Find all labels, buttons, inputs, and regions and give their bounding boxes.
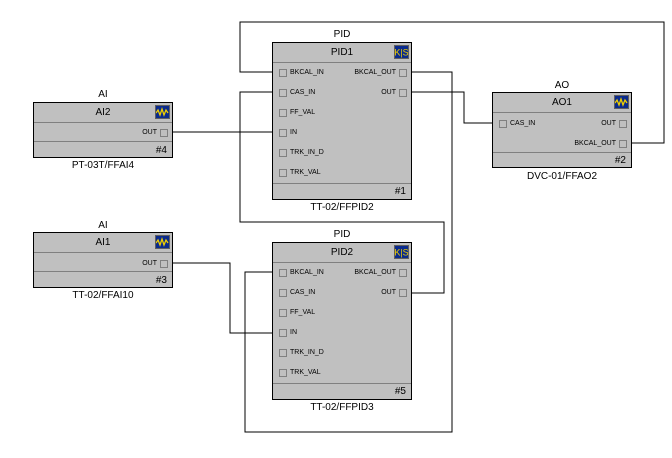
pid1-cas-in-label: CAS_IN [290, 89, 316, 96]
svg-text:K|S: K|S [395, 48, 408, 58]
pid2-bkcal-in-label: BKCAL_IN [290, 269, 324, 276]
pid1-type-label: PID [333, 29, 351, 40]
wire-pid2-out-to-pid1-casin [239, 91, 445, 294]
pid2-number: #5 [394, 386, 406, 397]
ai2-out-pin[interactable] [160, 129, 168, 137]
pid-kis-icon[interactable]: K|S [394, 45, 409, 59]
pid2-out-label: OUT [381, 289, 396, 296]
pid2-type-label: PID [333, 229, 351, 240]
pid2-bkcal-out-pin[interactable] [399, 269, 407, 277]
trend-wave-icon[interactable] [155, 235, 170, 249]
pid2-ff-val-label: FF_VAL [290, 309, 316, 316]
pid1-footer-divider [273, 183, 411, 184]
pid2-tag: TT-02/FFPID3 [310, 402, 374, 413]
pid1-in-pin[interactable] [279, 129, 287, 137]
ao1-type-label: AO [554, 80, 570, 91]
ao1-out-pin[interactable] [619, 120, 627, 128]
pid2-cas-in-label: CAS_IN [290, 289, 316, 296]
wire-pid1-bkcalout-to-pid2-bkcalin [244, 71, 453, 433]
wire-ao1-bkcalout-to-pid1-bkcalin [239, 21, 665, 144]
pid1-ff-val-label: FF_VAL [290, 109, 316, 116]
ai1-type-label: AI [98, 220, 108, 231]
pid1-out-label: OUT [381, 89, 396, 96]
pid2-trk-val-label: TRK_VAL [290, 369, 321, 376]
pid1-trk-val-label: TRK_VAL [290, 169, 321, 176]
ao1-bkcal-out-label: BKCAL_OUT [574, 140, 616, 147]
ai1-name: AI1 [34, 233, 172, 253]
ai2-type-label: AI [98, 89, 108, 100]
pid2-ff-val-pin[interactable] [279, 309, 287, 317]
ao1-cas-in-label: CAS_IN [510, 120, 536, 127]
pid2-in-label: IN [290, 329, 297, 336]
ai2-out-label: OUT [142, 129, 157, 136]
pid2-trk-val-pin[interactable] [279, 369, 287, 377]
trend-wave-icon[interactable] [614, 95, 629, 109]
pid2-cas-in-pin[interactable] [279, 289, 287, 297]
ai2-number: #4 [155, 145, 167, 156]
pid1-trk-in-d-pin[interactable] [279, 149, 287, 157]
ai1-block[interactable]: AI1 OUT #3 [33, 232, 173, 288]
trend-wave-icon[interactable] [155, 105, 170, 119]
ao1-tag: DVC-01/FFAO2 [526, 171, 598, 182]
ai1-tag: TT-02/FFAI10 [72, 290, 134, 301]
pid2-bkcal-out-label: BKCAL_OUT [354, 269, 396, 276]
ao1-bkcal-out-pin[interactable] [619, 140, 627, 148]
pid1-bkcal-out-pin[interactable] [399, 69, 407, 77]
ai2-block[interactable]: AI2 OUT #4 [33, 102, 173, 158]
ao1-name: AO1 [493, 93, 631, 113]
pid2-name: PID2 [273, 243, 411, 263]
pid1-number: #1 [394, 186, 406, 197]
pid2-block[interactable]: PID2 K|S BKCAL_IN CAS_IN FF_VAL IN TRK_I… [272, 242, 412, 400]
wire-pid1-out-to-ao1-casin [410, 91, 500, 124]
pid2-footer-divider [273, 383, 411, 384]
pid2-out-pin[interactable] [399, 289, 407, 297]
ai1-out-pin[interactable] [160, 260, 168, 268]
ai1-number: #3 [155, 275, 167, 286]
pid1-block[interactable]: PID1 K|S BKCAL_IN CAS_IN FF_VAL IN TRK_I… [272, 42, 412, 200]
pid1-name: PID1 [273, 43, 411, 63]
pid1-trk-in-d-label: TRK_IN_D [290, 149, 324, 156]
ao1-cas-in-pin[interactable] [499, 120, 507, 128]
pid1-bkcal-out-label: BKCAL_OUT [354, 69, 396, 76]
pid1-in-label: IN [290, 129, 297, 136]
ao1-block[interactable]: AO1 CAS_IN OUT BKCAL_OUT #2 [492, 92, 632, 168]
ao1-out-label: OUT [601, 120, 616, 127]
pid1-cas-in-pin[interactable] [279, 89, 287, 97]
pid1-trk-val-pin[interactable] [279, 169, 287, 177]
ai2-footer-divider [34, 141, 172, 142]
pid-kis-icon[interactable]: K|S [394, 245, 409, 259]
ai1-out-label: OUT [142, 260, 157, 267]
ao1-number: #2 [614, 155, 626, 166]
wire-ai1-out-to-pid2-in [170, 262, 280, 334]
ai2-name: AI2 [34, 103, 172, 123]
ao1-footer-divider [493, 152, 631, 153]
pid1-tag: TT-02/FFPID2 [310, 202, 374, 213]
pid2-trk-in-d-label: TRK_IN_D [290, 349, 324, 356]
pid1-ff-val-pin[interactable] [279, 109, 287, 117]
pid1-bkcal-in-label: BKCAL_IN [290, 69, 324, 76]
pid1-out-pin[interactable] [399, 89, 407, 97]
ai1-footer-divider [34, 271, 172, 272]
pid2-bkcal-in-pin[interactable] [279, 269, 287, 277]
pid2-in-pin[interactable] [279, 329, 287, 337]
svg-text:K|S: K|S [395, 248, 408, 258]
pid2-trk-in-d-pin[interactable] [279, 349, 287, 357]
pid1-bkcal-in-pin[interactable] [279, 69, 287, 77]
ai2-tag: PT-03T/FFAI4 [71, 160, 135, 171]
